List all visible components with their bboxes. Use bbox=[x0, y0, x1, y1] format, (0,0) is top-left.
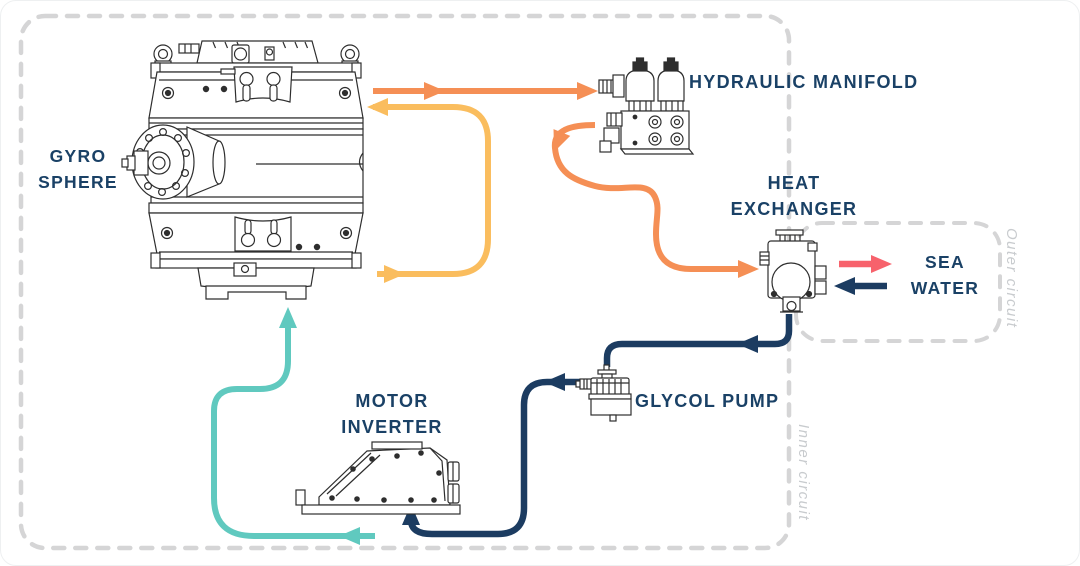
hydraulic-manifold-label-line1: HYDRAULIC MANIFOLD bbox=[689, 72, 919, 92]
flow-he-pump-line bbox=[603, 314, 793, 367]
flow-inverter-to-gyro bbox=[211, 307, 375, 545]
motor-inverter-label: MOTOR INVERTER bbox=[312, 388, 472, 440]
hydraulic-manifold-label: HYDRAULIC MANIFOLD bbox=[689, 69, 969, 95]
flow-coolant-arrowhead bbox=[339, 527, 360, 545]
flow-gyro-to-manifold bbox=[373, 82, 598, 100]
flow-manifold-to-heat-exchanger bbox=[551, 122, 759, 278]
glycol-pump-label: GLYCOL PUMP bbox=[635, 388, 815, 414]
flow-sea-in-arrowhead bbox=[834, 277, 855, 295]
flow-return-arrowhead bbox=[384, 265, 405, 283]
heat-exchanger-illustration bbox=[759, 229, 827, 313]
gyro-sphere-illustration bbox=[121, 40, 364, 300]
flow-heat-exchanger-to-sea bbox=[839, 255, 892, 273]
flow-sea-out-arrowhead bbox=[871, 255, 892, 273]
flow-return-line bbox=[373, 104, 491, 277]
flow-manifold-he-arrowhead bbox=[553, 129, 571, 152]
flow-pump-inverter-arrowhead bbox=[544, 373, 565, 391]
motor-inverter-illustration bbox=[295, 441, 461, 515]
motor-inverter-label-line2: INVERTER bbox=[341, 417, 443, 437]
sea-water-label: SEA WATER bbox=[885, 249, 1005, 301]
hydraulic-manifold-illustration bbox=[598, 57, 695, 155]
flow-heat-exchanger-to-pump bbox=[603, 314, 793, 367]
flow-coolant-arrowhead bbox=[279, 307, 297, 328]
flow-coolant-line bbox=[211, 319, 375, 539]
flow-return-arrowhead bbox=[367, 98, 388, 116]
flow-supply-arrowhead bbox=[577, 82, 598, 100]
outer-circuit-label: Outer circuit bbox=[1003, 228, 1020, 329]
heat-exchanger-label-line1: HEAT bbox=[767, 173, 821, 193]
flow-he-pump-arrowhead bbox=[737, 335, 758, 353]
flow-manifold-he-arrowhead bbox=[738, 260, 759, 278]
glycol-pump-illustration bbox=[575, 364, 632, 422]
gyro-sphere-label: GYRO SPHERE bbox=[8, 143, 148, 195]
heat-exchanger-label: HEAT EXCHANGER bbox=[714, 170, 874, 222]
flow-supply-arrowhead bbox=[424, 82, 445, 100]
flow-sea-to-heat-exchanger bbox=[834, 277, 887, 295]
sea-water-label-line2: WATER bbox=[910, 278, 980, 298]
gyro-sphere-label-line1: GYRO bbox=[49, 146, 107, 166]
outer-circuit-boundary bbox=[794, 221, 1002, 343]
glycol-pump-label-line1: GLYCOL PUMP bbox=[635, 391, 780, 411]
sea-water-label-line1: SEA bbox=[925, 252, 965, 272]
heat-exchanger-label-line2: EXCHANGER bbox=[730, 199, 858, 219]
inner-circuit-label: Inner circuit bbox=[795, 424, 812, 522]
flow-pump-inverter-line bbox=[407, 378, 585, 538]
flow-return-to-gyro bbox=[367, 98, 491, 283]
gyro-sphere-label-line2: SPHERE bbox=[38, 172, 118, 192]
motor-inverter-label-line1: MOTOR bbox=[355, 391, 429, 411]
